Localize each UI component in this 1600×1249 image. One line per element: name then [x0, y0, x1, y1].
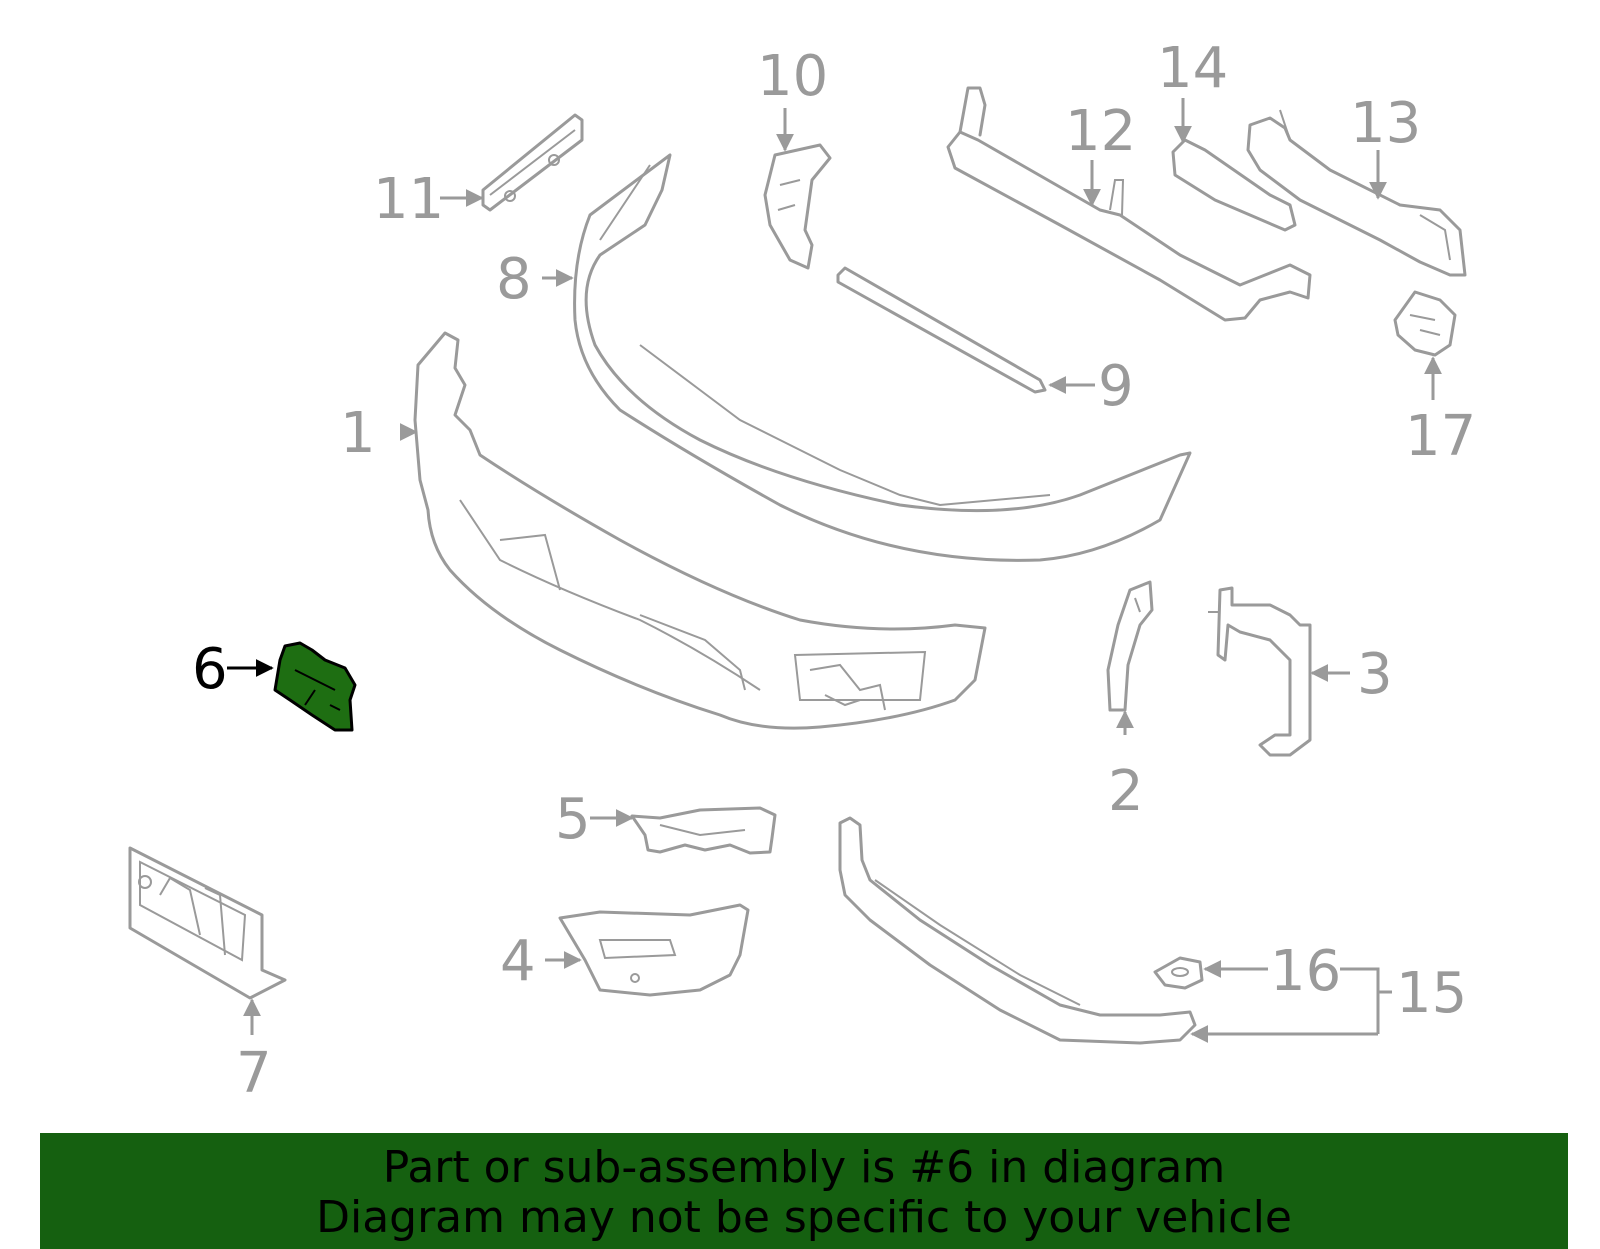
callout-15: 15	[1396, 961, 1467, 1026]
banner-line-1: Part or sub-assembly is #6 in diagram	[382, 1142, 1226, 1193]
part-13	[1246, 109, 1467, 277]
part-17	[1393, 290, 1457, 357]
part-3	[1208, 586, 1312, 757]
callout-labels: 1 2 3 4 5 6 7 8 9 10 11 12 13 14 15 16 1…	[192, 36, 1476, 1106]
part-10	[763, 143, 832, 270]
leader-arrows	[227, 98, 1442, 1043]
part-16	[1153, 956, 1204, 990]
callout-11: 11	[373, 167, 444, 232]
callout-13: 13	[1350, 91, 1421, 156]
callout-5: 5	[555, 787, 591, 852]
part-14	[1171, 138, 1297, 232]
banner-line-2: Diagram may not be specific to your vehi…	[316, 1192, 1292, 1243]
callout-14: 14	[1157, 36, 1228, 101]
part-1	[413, 331, 987, 730]
callout-10: 10	[757, 44, 828, 109]
part-15	[838, 816, 1197, 1045]
callout-6: 6	[192, 637, 228, 702]
callout-7: 7	[236, 1041, 272, 1106]
part-9	[836, 266, 1047, 394]
part-12	[946, 86, 1312, 322]
callout-8: 8	[496, 247, 532, 312]
callout-2: 2	[1108, 759, 1144, 824]
info-banner: Part or sub-assembly is #6 in diagram Di…	[40, 1133, 1568, 1249]
part-2	[1106, 580, 1154, 712]
callout-4: 4	[500, 929, 536, 994]
part-6-highlighted[interactable]	[273, 641, 357, 732]
part-5	[630, 806, 777, 855]
part-7	[128, 846, 287, 1000]
part-8	[573, 153, 1192, 562]
part-4	[558, 903, 750, 997]
callout-16: 16	[1270, 939, 1341, 1004]
callout-17: 17	[1405, 404, 1476, 469]
callout-12: 12	[1065, 99, 1136, 164]
part-11	[481, 113, 584, 212]
callout-3: 3	[1357, 642, 1393, 707]
callout-9: 9	[1098, 354, 1134, 419]
callout-1: 1	[340, 401, 376, 466]
